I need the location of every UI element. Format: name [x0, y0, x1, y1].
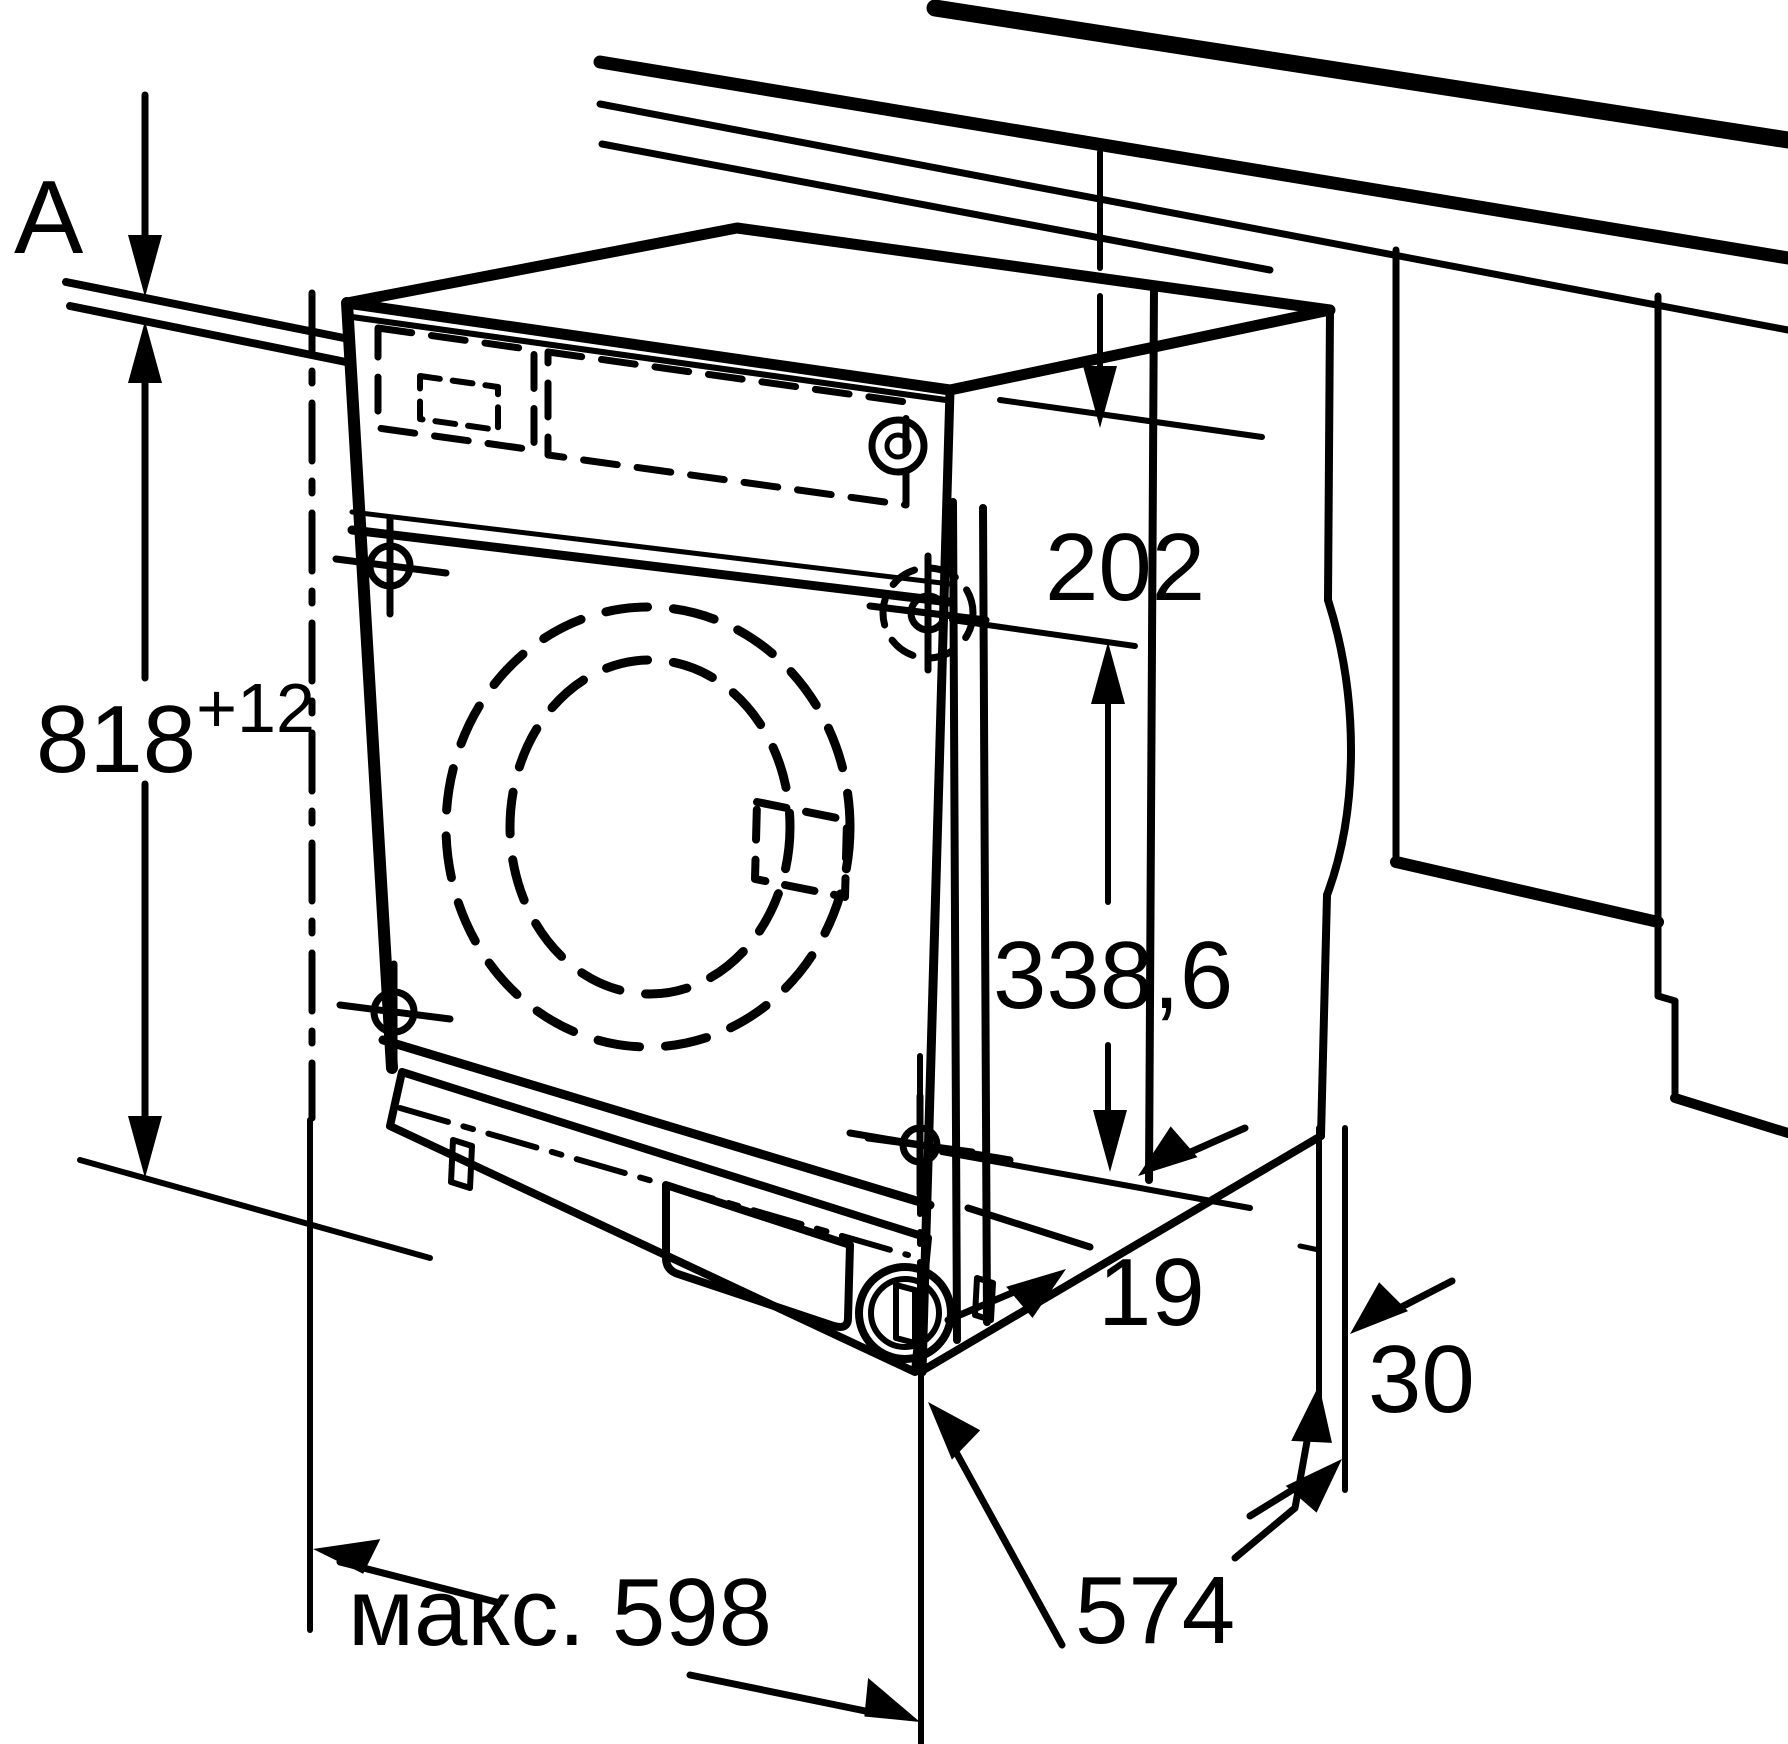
label-202: 202	[1045, 514, 1205, 621]
front-corner-drop-line	[917, 1053, 924, 1744]
cabinet-shelf-edge	[1390, 856, 1664, 928]
dimension-height-818: 818+12	[36, 379, 315, 1178]
base-frame-line-2	[964, 1204, 1094, 1251]
arrow-up-right	[1291, 1385, 1332, 1443]
niche-top-line-2	[66, 302, 350, 366]
height-value: 818	[36, 686, 196, 793]
base-frame-line-1	[846, 1129, 1014, 1164]
countertop	[593, 0, 1788, 334]
leader-right	[686, 1671, 884, 1718]
arrow-up	[1091, 642, 1125, 704]
machine-rear-edge-lower	[1317, 891, 1331, 1140]
arrow-down	[128, 1116, 162, 1178]
plinth-centerline	[397, 1105, 911, 1258]
program-knob	[868, 416, 928, 476]
machine-front-bottom-edge	[378, 1035, 935, 1210]
arrow-up-right	[1006, 1269, 1066, 1318]
machine-front-left-edge	[341, 297, 398, 1074]
arrow-up	[128, 321, 162, 383]
countertop-front-edge	[593, 55, 1788, 265]
arrow-up-left	[928, 1402, 981, 1460]
countertop-top-edge	[926, 0, 1788, 149]
door-handle-groove	[1323, 596, 1355, 899]
countertop-underside-line-1	[596, 100, 1788, 334]
label-max-598: макс. 598	[348, 1559, 772, 1666]
dimension-width-max-598: макс. 598	[313, 1539, 920, 1722]
dimension-A: A	[14, 91, 162, 383]
door	[441, 602, 855, 1052]
extension-line-top	[949, 617, 1138, 649]
arrow-down	[128, 235, 162, 297]
side-rail-front	[949, 498, 961, 1344]
extension-line	[997, 397, 1265, 440]
machine-front-right-edge	[917, 385, 955, 1377]
arrow-down-left	[1138, 1126, 1198, 1176]
niche-left-references	[62, 278, 433, 1633]
label-818: 818+12	[36, 669, 315, 793]
filter-cap-slot	[893, 1282, 918, 1346]
hinge-point-top-right	[866, 552, 990, 674]
leader-left	[941, 1428, 1066, 1649]
floor-reference-line	[77, 1157, 433, 1261]
panel-bottom-line	[347, 525, 955, 607]
door-inner-circle	[505, 655, 795, 999]
side-rail-rear	[979, 504, 991, 1326]
door-grip-recess	[751, 798, 851, 901]
label-19: 19	[1098, 1239, 1205, 1346]
machine-top-inner-line	[349, 314, 949, 403]
control-panel	[347, 324, 955, 607]
label-30: 30	[1368, 1326, 1475, 1433]
filter-cap-outer	[855, 1263, 955, 1363]
cabinet-plinth-edge	[1670, 1093, 1788, 1138]
screw-cross-h	[332, 555, 450, 577]
dimension-rear-gap-19: 19	[944, 1124, 1249, 1346]
arrow-down-right	[864, 1677, 920, 1722]
leader-left	[336, 1558, 504, 1607]
dimension-top-202: 202	[997, 149, 1265, 621]
mounting-point-top-left	[332, 514, 450, 618]
label-338-6: 338,6	[993, 922, 1233, 1029]
kick-drawer-recess	[662, 1181, 854, 1331]
adjacent-cabinet	[1145, 246, 1788, 1253]
display-window	[417, 373, 501, 433]
filter-cap-inner	[868, 1276, 942, 1350]
extension-line-bottom	[939, 1149, 1253, 1211]
countertop-underside-line-2	[598, 140, 1274, 274]
washing-machine	[332, 222, 1355, 1377]
panel-dashed-box-left	[374, 324, 538, 454]
dimension-depth-574: 574	[928, 1385, 1332, 1664]
machine-side-bottom-edge	[916, 1132, 1325, 1376]
plinth-tick	[1297, 1243, 1322, 1253]
dimension-hinge-338-6: 338,6	[939, 617, 1253, 1211]
plinth-panel	[386, 1068, 955, 1376]
plinth-slot	[448, 1137, 475, 1191]
height-tolerance: +12	[196, 669, 315, 747]
plinth-outline	[386, 1068, 932, 1376]
niche-wall-front-edge	[1145, 282, 1158, 1184]
niche-top-line-1	[62, 278, 348, 342]
side-rail-foot	[972, 1275, 996, 1323]
program-knob-center	[884, 432, 912, 460]
panel-bottom-line-thin	[349, 509, 953, 587]
screw-cross-h	[866, 602, 990, 624]
arrow-up-right	[1285, 1459, 1342, 1513]
machine-rear-edge-upper	[1324, 306, 1334, 604]
label-574: 574	[1075, 1557, 1235, 1664]
dimension-side-gap-30: 30	[1246, 1125, 1475, 1520]
panel-dashed-box-right	[544, 348, 910, 509]
screw-cross-h	[336, 1001, 454, 1023]
arrow-down	[1083, 366, 1117, 428]
label-A: A	[14, 160, 84, 276]
arrow-down	[1093, 1110, 1127, 1172]
arrow-down-left	[1350, 1282, 1409, 1334]
mounting-point-bottom-left	[336, 960, 454, 1064]
